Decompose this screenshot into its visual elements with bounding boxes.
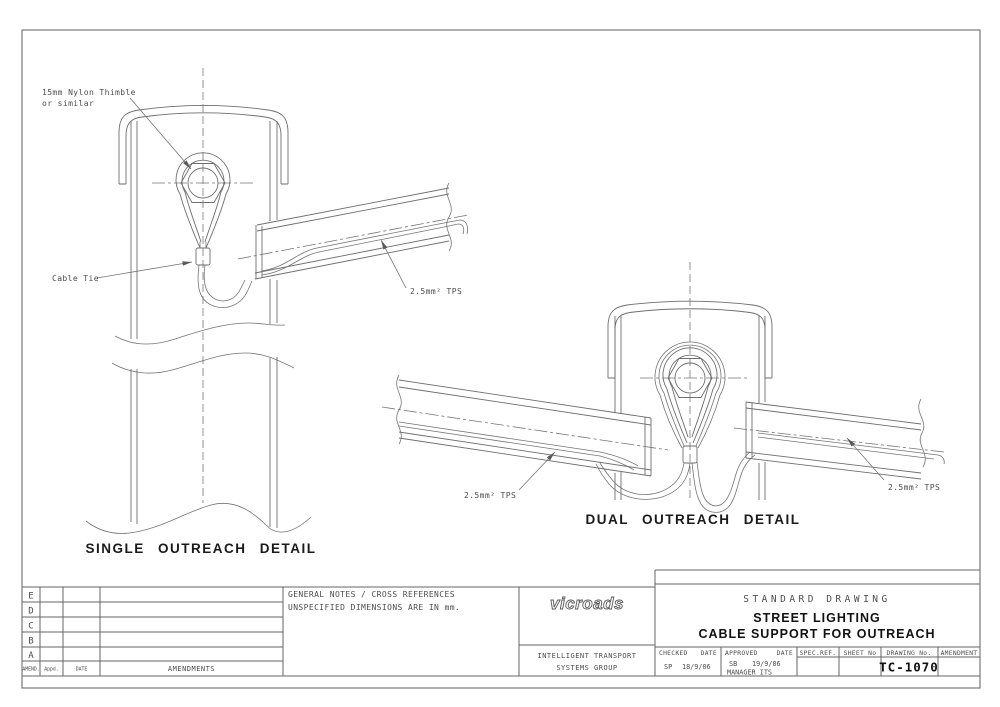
drawing-border	[21, 29, 981, 689]
drawing-no-value: TC-1070	[879, 660, 939, 675]
approved-by-value: SB	[729, 660, 737, 668]
title-block-grid-lines	[22, 569, 980, 677]
vicroads-logo: vicroads	[550, 594, 624, 613]
tps-cable-lines	[261, 219, 468, 276]
thimble-note-line2: or similar	[42, 99, 94, 108]
approved-role-value: MANAGER ITS	[727, 669, 772, 677]
drawing-no-label: DRAWING No.	[886, 650, 931, 657]
approval-row: CHECKED DATE SP 18/9/06 APPROVED DATE SB…	[659, 650, 977, 677]
right-arm-tps-lines	[757, 432, 945, 465]
amendment-row-c: C	[28, 622, 33, 632]
cable-lines	[197, 242, 253, 308]
appd-col-header: Appd.	[44, 667, 58, 673]
thimble-note-line1: 15mm Nylon Thimble	[42, 88, 136, 97]
amendment-row-a: A	[28, 651, 34, 661]
date-col-header: DATE	[76, 667, 88, 673]
amendment-row-d: D	[28, 607, 33, 617]
general-notes-cell: GENERAL NOTES / CROSS REFERENCES UNSPECI…	[288, 590, 460, 612]
spec-ref-label: SPEC.REF.	[800, 650, 837, 657]
amendments-header: AMENDMENTS	[168, 665, 215, 673]
approved-date-label: DATE	[777, 650, 793, 657]
group-name-line1: INTELLIGENT TRANSPORT	[537, 652, 636, 660]
amendment-row-e: E	[28, 592, 33, 602]
leader-tps-single	[380, 239, 407, 289]
single-detail-title: SINGLE OUTREACH DETAIL	[86, 541, 317, 556]
checked-label: CHECKED	[659, 650, 688, 657]
pole-break-lines	[85, 322, 312, 534]
outreach-arm-lines	[254, 187, 450, 280]
pole-cap-lines	[607, 300, 773, 379]
approved-label: APPROVED	[725, 650, 758, 657]
amendment-row-b: B	[28, 637, 33, 647]
amend-col-header: AMEND.	[22, 667, 39, 673]
pole-wall-lines	[614, 316, 766, 500]
sheet-no-label: SHEET No	[844, 650, 877, 657]
thimble-body	[175, 152, 231, 249]
standard-drawing-label: STANDARD DRAWING	[743, 594, 891, 605]
pole-wall-lines	[130, 121, 278, 528]
tps-label-right: 2.5mm² TPS	[888, 483, 940, 492]
left-arm-tps-lines	[398, 421, 639, 471]
general-notes-line1: GENERAL NOTES / CROSS REFERENCES	[288, 590, 455, 599]
single-outreach-detail: 15mm Nylon Thimble or similar Cable Tie …	[42, 68, 469, 556]
dual-outreach-detail: 2.5mm² TPS 2.5mm² TPS DUAL OUTREACH DETA…	[381, 262, 945, 527]
leader-thimble-note	[129, 97, 192, 170]
drawing-title-line1: STREET LIGHTING	[753, 611, 881, 625]
pole-cap-lines	[118, 105, 289, 185]
group-name-line2: SYSTEMS GROUP	[556, 664, 617, 672]
leader-tps-left	[518, 451, 556, 491]
tps-label-left: 2.5mm² TPS	[464, 491, 516, 500]
thimble-body	[662, 347, 718, 444]
amendments-table: E D C B A AMEND. Appd. DATE AMENDMENTS	[22, 592, 215, 674]
right-arm-lines	[745, 401, 922, 480]
left-arm-lines	[398, 379, 652, 477]
amendment-label: AMENDMENT	[941, 650, 978, 657]
title-block: E D C B A AMEND. Appd. DATE AMENDMENTS G…	[22, 569, 980, 677]
arm-break-wave	[446, 182, 452, 252]
thimble-bore	[674, 362, 706, 394]
checked-date-label: DATE	[701, 650, 717, 657]
thimble-bore	[187, 167, 219, 199]
approved-date-value: 19/9/06	[752, 660, 781, 668]
drawing-title-cell: STANDARD DRAWING STREET LIGHTING CABLE S…	[698, 594, 935, 641]
leader-cable-tie	[96, 261, 193, 279]
centerlines-dashdot	[381, 377, 945, 453]
cable-lines	[595, 451, 756, 513]
tps-label-single: 2.5mm² TPS	[410, 287, 462, 296]
dual-detail-title: DUAL OUTREACH DETAIL	[586, 512, 801, 527]
leader-tps-right	[846, 437, 885, 481]
organisation-cell: vicroads INTELLIGENT TRANSPORT SYSTEMS G…	[537, 594, 636, 672]
left-arm-break-wave	[396, 374, 402, 445]
centerlines-dashdot	[152, 182, 469, 260]
cable-wrap-lines	[654, 341, 726, 449]
checked-by-value: SP	[664, 663, 672, 671]
right-arm-break-wave	[918, 398, 926, 468]
cable-tie	[195, 247, 211, 266]
drawing-title-line2: CABLE SUPPORT FOR OUTREACH	[698, 627, 935, 641]
general-notes-line2: UNSPECIFIED DIMENSIONS ARE IN mm.	[288, 603, 460, 612]
cable-tie-label: Cable Tie	[52, 274, 99, 283]
checked-date-value: 18/9/06	[682, 663, 711, 671]
